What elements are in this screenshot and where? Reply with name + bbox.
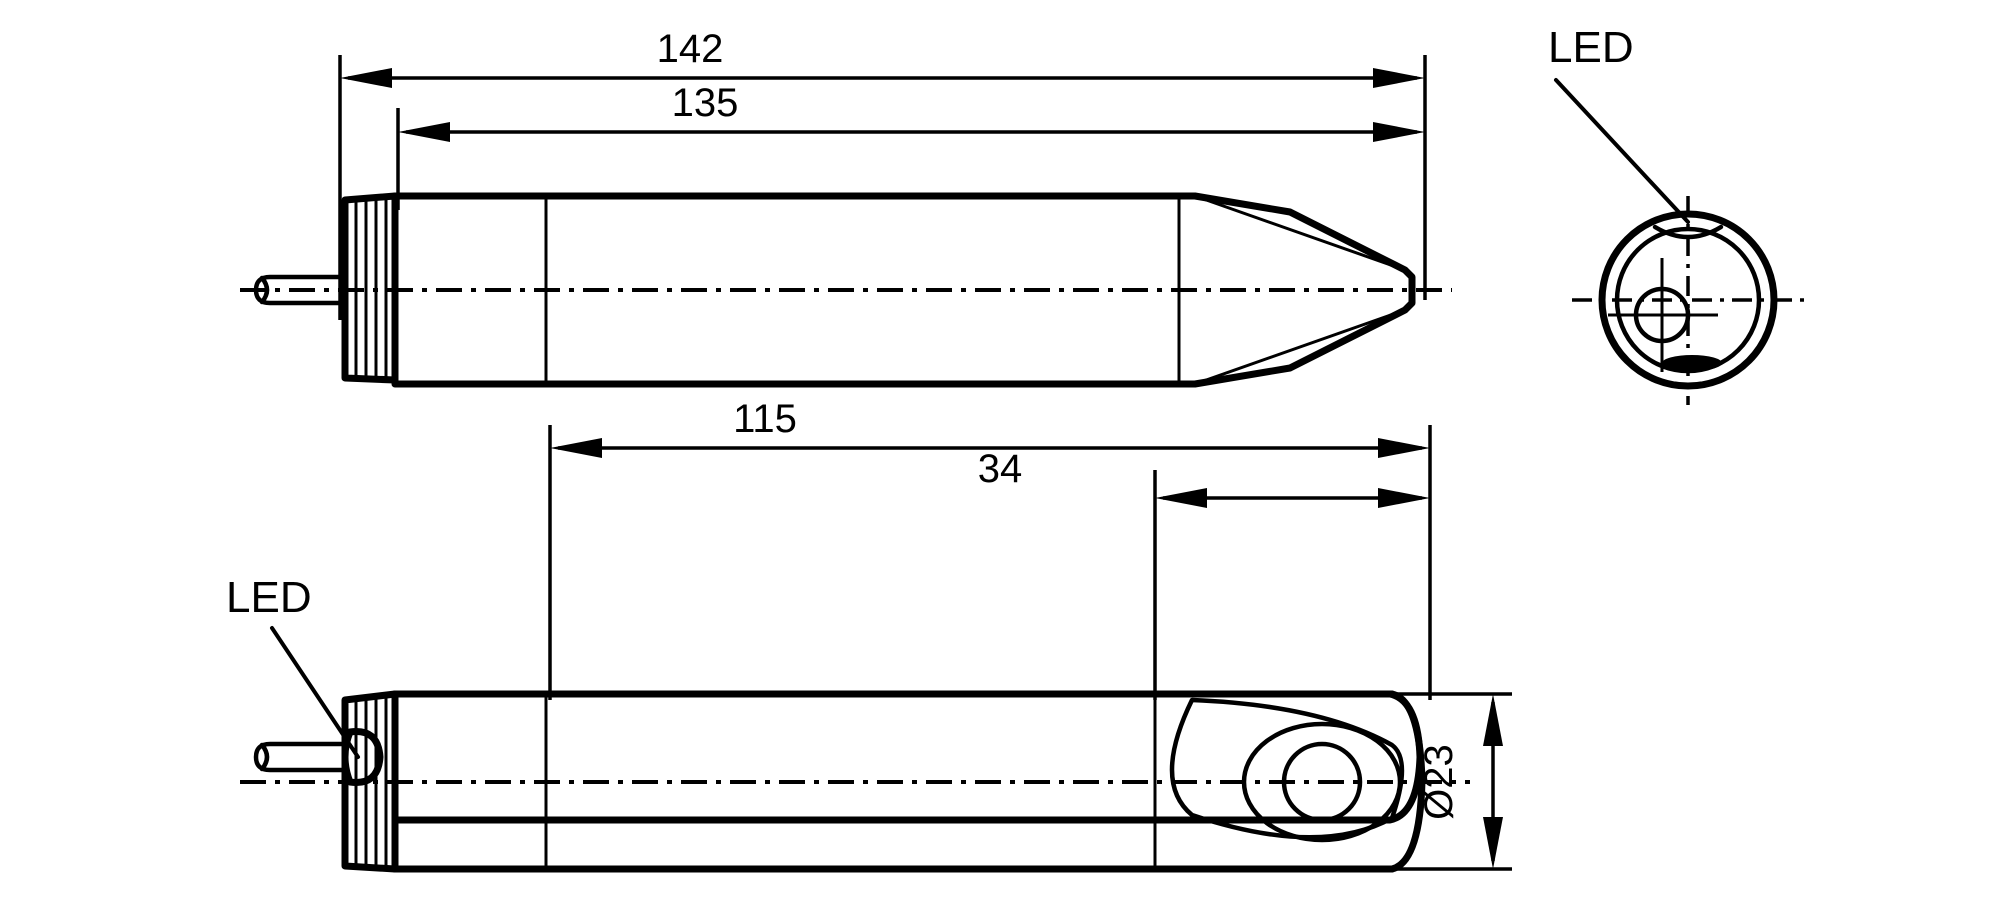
marking-slot-end-view	[1662, 355, 1722, 371]
arrowhead-142-left	[340, 68, 392, 88]
body-outline-top	[391, 192, 1416, 388]
cable-outline-bottom	[253, 741, 348, 773]
arrowhead-dia23-bottom	[1483, 817, 1503, 869]
arrowhead-34-right	[1378, 488, 1430, 508]
dim-value-34: 34	[978, 447, 1023, 491]
arrowhead-135-left	[398, 122, 450, 142]
cable-stub-bottom	[253, 741, 348, 773]
dim-value-142: 142	[657, 27, 724, 71]
dimension-135: 135	[396, 81, 1425, 210]
arrowhead-34-left	[1155, 488, 1207, 508]
dimension-34: 34	[978, 447, 1430, 700]
taper-edge-upper-top	[1194, 194, 1406, 272]
led-label-end-view: LED	[1548, 23, 1634, 72]
dimension-dia-23: Ø23	[1392, 692, 1512, 871]
led-callout-end-view: LED	[1548, 23, 1690, 224]
cable-break-bottom	[259, 742, 270, 772]
bottom-view-group: 115 34 LED	[226, 397, 1512, 873]
dim-value-135: 135	[672, 81, 739, 125]
led-label-bottom-view: LED	[226, 573, 312, 622]
led-indicator-bottom-view	[341, 728, 384, 786]
arrowhead-135-right	[1373, 122, 1425, 142]
end-view-group: LED	[1548, 23, 1810, 405]
cable-break-top	[259, 275, 270, 305]
dim-value-115: 115	[733, 397, 797, 441]
top-view-group: 142 135	[240, 27, 1452, 388]
taper-edge-lower-top	[1194, 308, 1406, 386]
arrowhead-115-right	[1378, 438, 1430, 458]
led-callout-bottom-view: LED	[226, 573, 360, 759]
arrowhead-dia23-top	[1483, 694, 1503, 746]
led-leader-end-view	[1554, 78, 1690, 224]
nozzle-teardrop-bottom	[1169, 697, 1405, 840]
dimension-142: 142	[338, 27, 1427, 320]
arrowhead-142-right	[1373, 68, 1425, 88]
dim-value-dia23: Ø23	[1417, 744, 1461, 820]
dimension-115: 115	[548, 397, 1432, 700]
arrowhead-115-left	[550, 438, 602, 458]
